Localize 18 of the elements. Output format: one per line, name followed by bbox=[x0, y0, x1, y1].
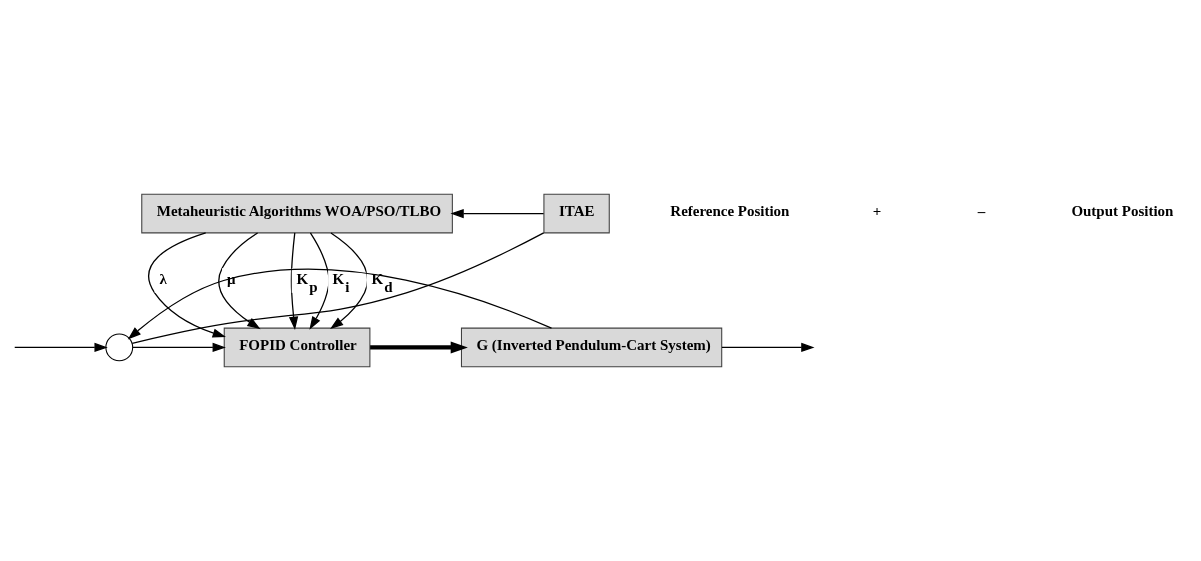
node-box: ITAE bbox=[543, 193, 610, 234]
label: Output Position bbox=[1071, 203, 1174, 220]
arrow bbox=[14, 342, 108, 353]
label: Reference Position bbox=[670, 203, 790, 220]
arrow bbox=[370, 341, 468, 354]
label: – bbox=[977, 203, 986, 220]
arrow bbox=[721, 342, 815, 353]
arrow bbox=[132, 342, 226, 353]
node-box: FOPID Controller bbox=[223, 327, 371, 368]
node-circle bbox=[105, 333, 134, 362]
label: + bbox=[872, 203, 882, 220]
arrow bbox=[288, 232, 299, 330]
edge-label: λ bbox=[159, 270, 167, 287]
arrow bbox=[148, 232, 226, 338]
node-box: Metaheuristic Algorithms WOA/PSO/TLBO bbox=[141, 193, 453, 234]
node-box: G (Inverted Pendulum-Cart System) bbox=[460, 327, 723, 368]
arrow bbox=[218, 232, 261, 330]
arrow bbox=[450, 208, 545, 219]
